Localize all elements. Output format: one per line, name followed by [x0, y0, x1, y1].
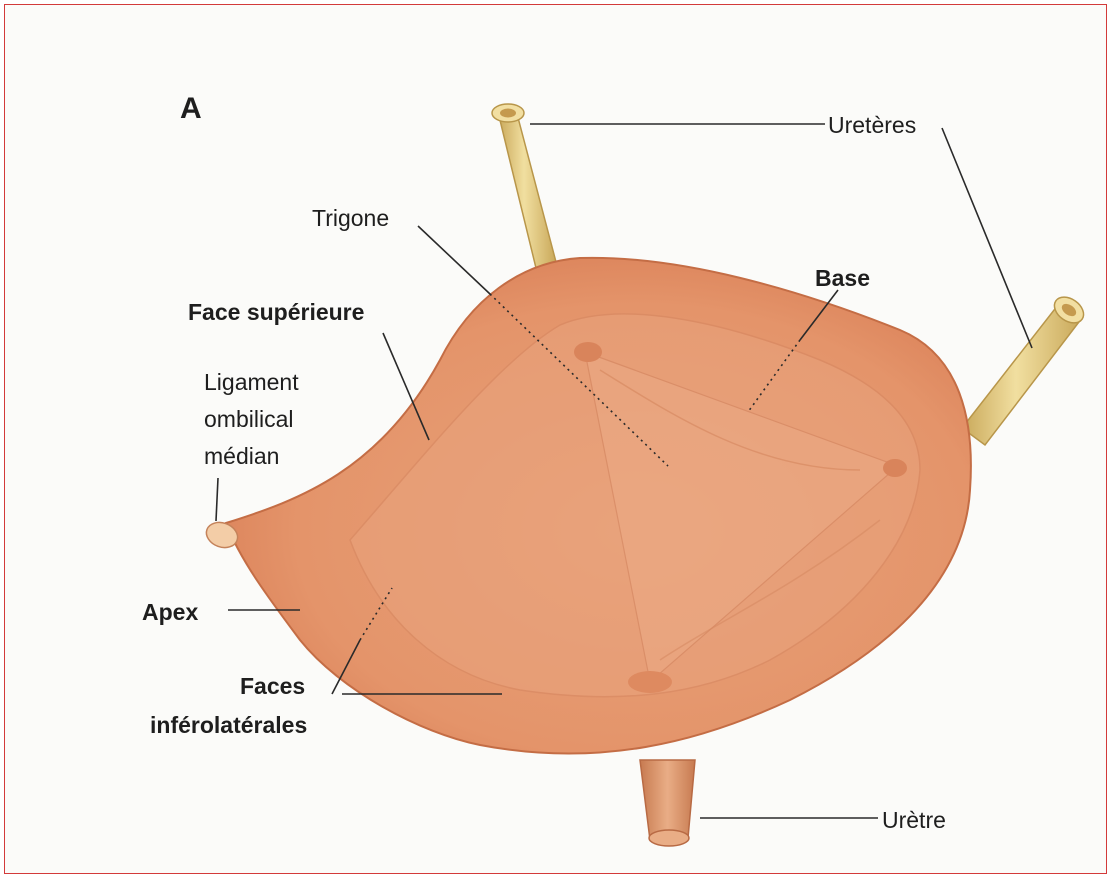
label-ligament-line1: Ligament — [204, 369, 299, 395]
ligament-leader — [216, 478, 218, 521]
ureteres-leader-right — [942, 128, 1032, 348]
left-ureter — [492, 104, 556, 268]
label-base: Base — [815, 265, 870, 291]
urethra — [640, 760, 695, 846]
right-ureter — [962, 292, 1088, 445]
label-ureteres: Uretères — [828, 112, 916, 138]
label-ligament-line2: ombilical — [204, 406, 293, 432]
label-apex: Apex — [142, 599, 198, 625]
label-uretre: Urètre — [882, 807, 946, 833]
label-ligament-line3: médian — [204, 443, 279, 469]
bladder — [203, 258, 971, 754]
label-faces-line2: inférolatérales — [150, 712, 307, 738]
label-faces-line1: Faces — [240, 673, 305, 699]
label-face-superieure: Face supérieure — [188, 299, 364, 325]
panel-letter: A — [180, 92, 202, 125]
label-trigone: Trigone — [312, 205, 389, 231]
trigone-leader — [418, 226, 490, 294]
